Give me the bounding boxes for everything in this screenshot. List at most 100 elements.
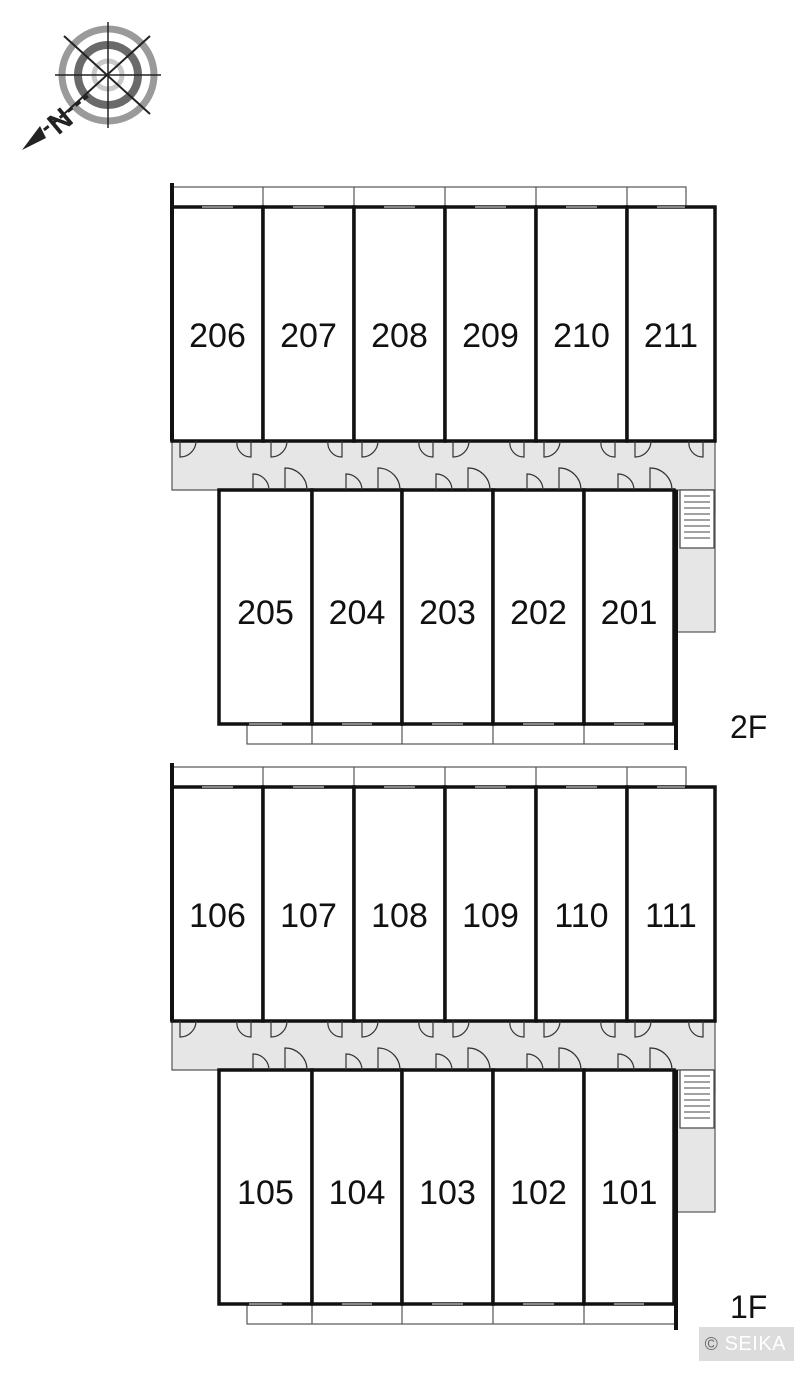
door-icon: [252, 473, 270, 491]
door-icon: [688, 440, 704, 458]
door-icon: [558, 1047, 582, 1071]
unit-104: 104: [310, 1047, 404, 1306]
door-icon: [452, 1020, 470, 1038]
unit-number: 203: [419, 594, 476, 632]
door-icon: [543, 1020, 561, 1038]
door-icon: [236, 440, 252, 458]
floor-1f: 106 107 108 109 110 111 105 104 103 102 101 1F: [170, 763, 767, 1330]
unit-208: 208: [352, 205, 447, 458]
staircase-icon: [679, 489, 715, 549]
front-balcony: [246, 723, 677, 745]
unit-107: 107: [261, 785, 356, 1038]
unit-number: 111: [645, 897, 697, 935]
door-icon: [526, 473, 544, 491]
unit-103: 103: [400, 1047, 495, 1306]
unit-201: 201: [582, 467, 676, 726]
unit-number: 108: [371, 897, 428, 935]
door-icon: [526, 1053, 544, 1071]
door-icon: [418, 440, 434, 458]
door-icon: [270, 1020, 288, 1038]
unit-207: 207: [261, 205, 356, 458]
door-icon: [467, 467, 491, 491]
unit-number: 205: [237, 594, 294, 632]
unit-number: 109: [462, 897, 519, 935]
unit-203: 203: [400, 467, 495, 726]
unit-110: 110: [534, 785, 629, 1038]
unit-111: 111: [625, 785, 717, 1038]
door-icon: [252, 1053, 270, 1071]
unit-number: 210: [553, 317, 610, 355]
door-icon: [418, 1020, 434, 1038]
door-icon: [377, 467, 401, 491]
unit-number: 110: [554, 897, 608, 935]
door-icon: [284, 467, 308, 491]
door-icon: [361, 440, 379, 458]
compass-rose-icon: N: [22, 22, 161, 150]
unit-211: 211: [625, 205, 717, 458]
unit-number: 209: [462, 317, 519, 355]
door-icon: [435, 1053, 453, 1071]
unit-number: 211: [644, 317, 698, 355]
unit-210: 210: [534, 205, 629, 458]
watermark-text: SEIKA: [724, 1333, 786, 1355]
unit-number: 107: [280, 897, 337, 935]
door-icon: [600, 1020, 616, 1038]
floor-label: 1F: [730, 1289, 767, 1325]
unit-number: 103: [419, 1174, 476, 1212]
unit-105: 105: [217, 1047, 314, 1306]
door-icon: [649, 467, 673, 491]
door-icon: [617, 473, 635, 491]
watermark: © SEIKA: [698, 1327, 794, 1361]
unit-209: 209: [443, 205, 538, 458]
unit-number: 102: [510, 1174, 567, 1212]
unit-number: 207: [280, 317, 337, 355]
door-icon: [509, 440, 525, 458]
unit-101: 101: [582, 1047, 676, 1306]
door-icon: [543, 440, 561, 458]
door-icon: [236, 1020, 252, 1038]
unit-number: 206: [189, 317, 246, 355]
unit-number: 106: [189, 897, 246, 935]
unit-number: 208: [371, 317, 428, 355]
door-icon: [284, 1047, 308, 1071]
unit-number: 204: [329, 594, 386, 632]
unit-102: 102: [491, 1047, 586, 1306]
door-icon: [179, 1020, 197, 1038]
staircase-icon: [679, 1069, 715, 1129]
door-icon: [600, 440, 616, 458]
copyright-symbol: ©: [704, 1334, 719, 1354]
door-icon: [345, 473, 363, 491]
door-icon: [361, 1020, 379, 1038]
rear-balcony: [171, 766, 687, 788]
door-icon: [617, 1053, 635, 1071]
door-icon: [467, 1047, 491, 1071]
unit-number: 202: [510, 594, 567, 632]
unit-106: 106: [170, 785, 265, 1038]
door-icon: [345, 1053, 363, 1071]
door-icon: [327, 1020, 343, 1038]
door-icon: [377, 1047, 401, 1071]
unit-number: 105: [237, 1174, 294, 1212]
door-icon: [509, 1020, 525, 1038]
door-icon: [634, 1020, 652, 1038]
rear-balcony: [171, 186, 687, 208]
unit-109: 109: [443, 785, 538, 1038]
unit-number: 101: [601, 1174, 658, 1212]
door-icon: [270, 440, 288, 458]
door-icon: [179, 440, 197, 458]
unit-204: 204: [310, 467, 404, 726]
door-icon: [634, 440, 652, 458]
door-icon: [452, 440, 470, 458]
unit-202: 202: [491, 467, 586, 726]
door-icon: [435, 473, 453, 491]
unit-206: 206: [170, 205, 265, 458]
unit-number: 201: [601, 594, 658, 632]
door-icon: [688, 1020, 704, 1038]
front-balcony: [246, 1303, 677, 1325]
unit-number: 104: [329, 1174, 386, 1212]
door-icon: [649, 1047, 673, 1071]
door-icon: [558, 467, 582, 491]
unit-205: 205: [217, 467, 314, 726]
